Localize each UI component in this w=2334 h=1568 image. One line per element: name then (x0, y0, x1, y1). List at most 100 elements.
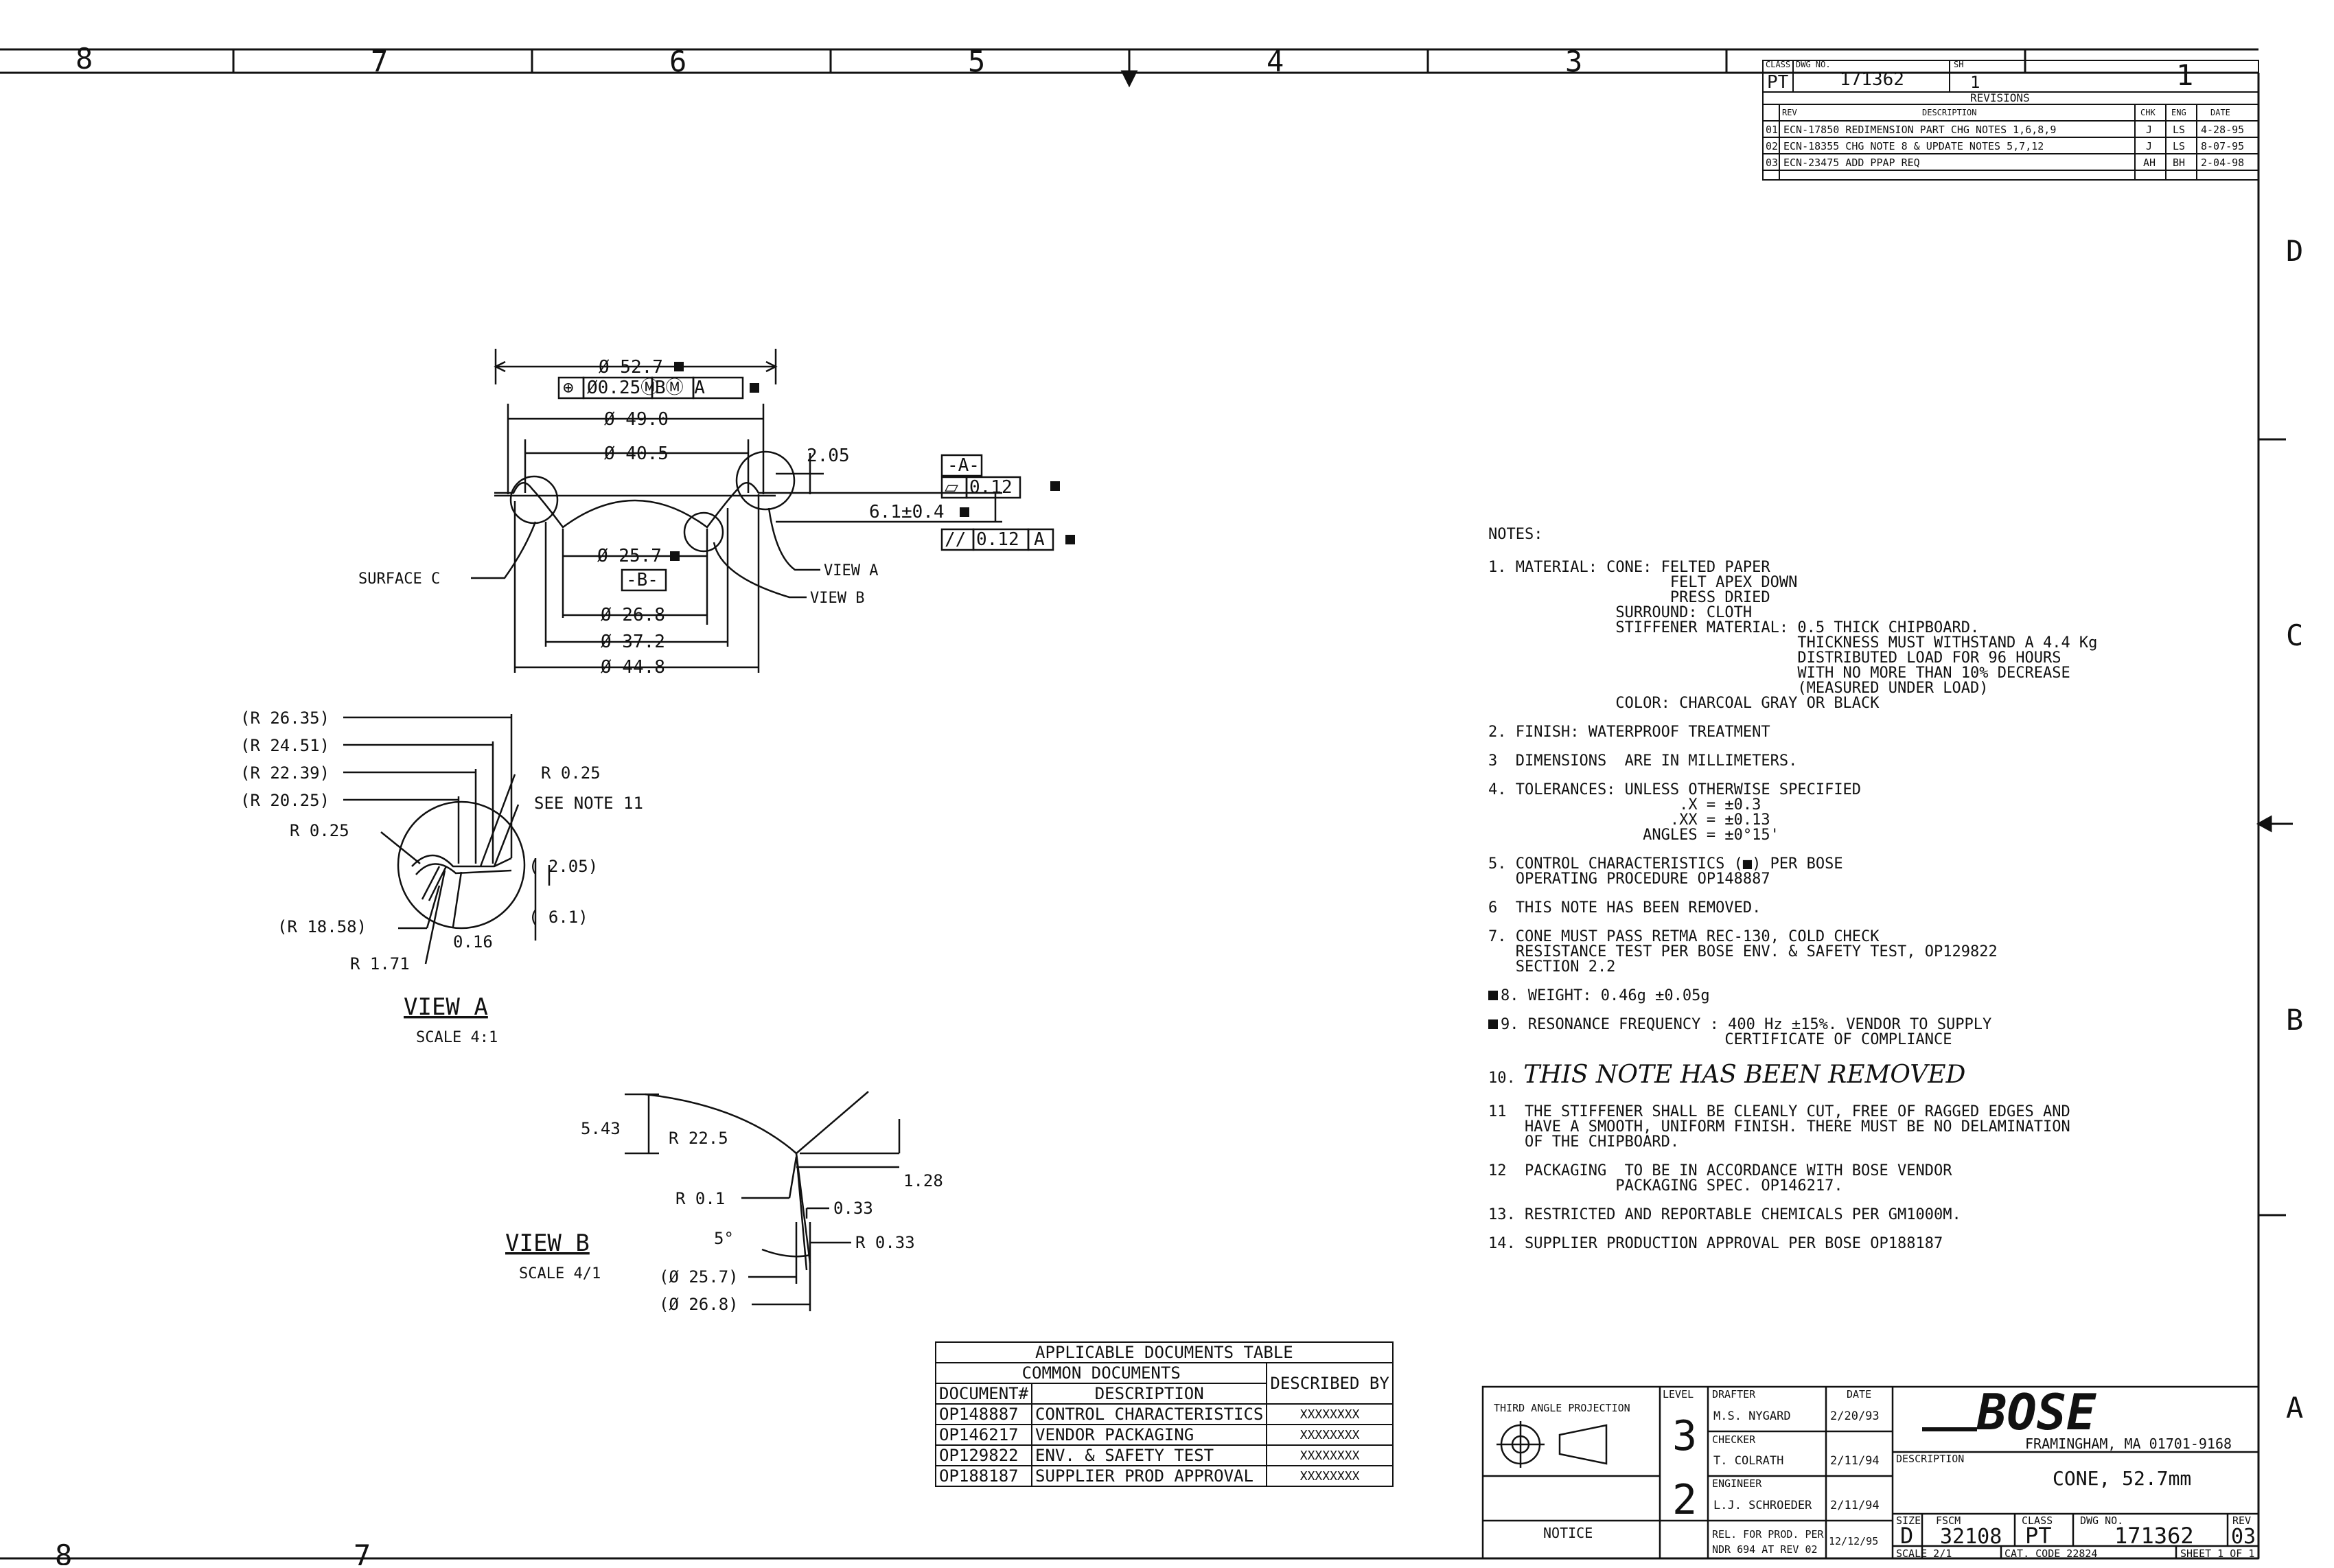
zone-7-bottom: 7 (354, 1538, 371, 1565)
view-a-callout: VIEW A (824, 562, 878, 579)
dim-d25-7: Ø 25.7 (597, 546, 662, 566)
tb-class-label: CLASS (2022, 1514, 2053, 1527)
adt-doc: OP146217 (934, 1424, 1033, 1446)
rev-row-3-desc: ECN-23475 ADD PPAP REQ (1783, 157, 1920, 169)
view-a-r1-71: R 1.71 (350, 954, 410, 973)
tb-level-3: 3 (1672, 1412, 1697, 1460)
tb-fscm-label: FSCM (1936, 1514, 1961, 1527)
dim-2-05: 2.05 (807, 446, 850, 466)
tb-address: FRAMINGHAM, MA 01701-9168 (2025, 1436, 2232, 1452)
note-2: 2. FINISH: WATERPROOF TREATMENT (1488, 724, 1770, 741)
rev-dwg-no: 171362 (1840, 69, 1904, 90)
tb-size-label: SIZE (1896, 1514, 1921, 1527)
table-row: OP129822 ENV. & SAFETY TEST XXXXXXXX (934, 1444, 1394, 1466)
tb-scale: SCALE 2/1 (1896, 1547, 1952, 1560)
tb-sheet: SHEET 1 OF 1 (2180, 1547, 2254, 1560)
table-row: OP188187 SUPPLIER PROD APPROVAL XXXXXXXX (934, 1465, 1394, 1487)
adt-described-by: DESCRIBED BY (1266, 1362, 1394, 1405)
tb-level-label: LEVEL (1663, 1388, 1694, 1400)
view-b-1-28: 1.28 (903, 1171, 943, 1190)
rev-row-1-date: 4-28-95 (2201, 124, 2244, 136)
view-b-5-deg: 5° (714, 1229, 734, 1248)
tb-size: D (1900, 1523, 1913, 1549)
view-a-see-note: SEE NOTE 11 (534, 794, 643, 813)
zone-1: 1 (2176, 58, 2193, 92)
zone-d: D (2286, 234, 2303, 268)
tb-checker-label: CHECKER (1712, 1433, 1756, 1446)
tb-projection: THIRD ANGLE PROJECTION (1494, 1402, 1630, 1414)
title-block-frame (1481, 1385, 2260, 1560)
applicable-documents-table: APPLICABLE DOCUMENTS TABLE COMMON DOCUME… (934, 1341, 1394, 1487)
note-8-row: 8. WEIGHT: 0.46g ±0.05g (1488, 989, 2257, 1004)
view-a-6-1: ( 6.1) (529, 908, 588, 927)
fcf1-tolerance: Ø0.25Ⓜ (587, 378, 658, 398)
note-8: 8. WEIGHT: 0.46g ±0.05g (1501, 987, 1710, 1004)
datum-b: -B- (626, 570, 658, 590)
view-b-r22-5: R 22.5 (669, 1129, 728, 1148)
adt-by: XXXXXXXX (1266, 1465, 1394, 1487)
tb-engineer-date: 2/11/94 (1830, 1499, 1880, 1512)
fcf3-symbol: // (945, 529, 966, 550)
view-b-5-43: 5.43 (581, 1119, 621, 1138)
tb-checker-date: 2/11/94 (1830, 1454, 1880, 1468)
control-characteristic-marker (1488, 1019, 1498, 1029)
view-a-scale: SCALE 4:1 (416, 1029, 498, 1046)
fcf1-symbol: ⊕ (563, 378, 574, 398)
tb-drafter-label: DRAFTER (1712, 1388, 1756, 1400)
fcf3-reference: A (1034, 529, 1045, 550)
view-a-2-05: ( 2.05) (529, 857, 598, 876)
adt-by: XXXXXXXX (1266, 1444, 1394, 1466)
view-b-r0-1: R 0.1 (675, 1189, 725, 1208)
view-a-r0-25-left: R 0.25 (290, 821, 349, 840)
adt-desc: ENV. & SAFETY TEST (1031, 1444, 1268, 1466)
view-a-detail (343, 714, 551, 965)
tb-rel-value: NDR 694 AT REV 02 (1712, 1543, 1818, 1556)
adt-title: APPLICABLE DOCUMENTS TABLE (935, 1341, 1394, 1363)
notes-section: NOTES: 1. MATERIAL: CONE: FELTED PAPER F… (1488, 527, 2257, 1265)
note-10-row: 10. THIS NOTE HAS BEEN REMOVED (1488, 1061, 2257, 1092)
note-5: 5. CONTROL CHARACTERISTICS (■) PER BOSE … (1488, 855, 1843, 888)
rev-class: PT (1767, 72, 1789, 93)
tb-notice: NOTICE (1543, 1525, 1593, 1541)
view-b-0-33: 0.33 (833, 1199, 873, 1218)
control-characteristic-marker (1488, 991, 1498, 1000)
tb-engineer: L.J. SCHROEDER (1713, 1499, 1812, 1512)
view-b-detail (625, 1091, 901, 1311)
note-10-number: 10. (1488, 1070, 1516, 1087)
rev-row-3-date: 2-04-98 (2201, 157, 2244, 169)
note-13: 13. RESTRICTED AND REPORTABLE CHEMICALS … (1488, 1206, 1961, 1223)
adt-doc: OP148887 (934, 1403, 1033, 1425)
note-14: 14. SUPPLIER PRODUCTION APPROVAL PER BOS… (1488, 1235, 1943, 1252)
note-6: 6 THIS NOTE HAS BEEN REMOVED. (1488, 899, 1761, 916)
adt-col-doc: DOCUMENT# (934, 1383, 1033, 1405)
note-12: 12 PACKAGING TO BE IN ACCORDANCE WITH BO… (1488, 1162, 1952, 1195)
adt-doc: OP129822 (934, 1444, 1033, 1466)
view-b-title: VIEW B (505, 1230, 590, 1257)
table-row: OP146217 VENDOR PACKAGING XXXXXXXX (934, 1424, 1394, 1446)
dim-d49-0: Ø 49.0 (604, 409, 669, 430)
rev-row-2-date: 8-07-95 (2201, 140, 2244, 152)
rev-sh-label: SH (1954, 60, 1963, 69)
dim-d52-7: Ø 52.7 (599, 357, 663, 378)
note-3: 3 DIMENSIONS ARE IN MILLIMETERS. (1488, 752, 1798, 770)
tb-drafter: M.S. NYGARD (1713, 1409, 1791, 1423)
rev-sheet: 1 (1970, 73, 1980, 92)
tb-rev-label: REV (2232, 1514, 2251, 1527)
rev-col-chk: CHK (2140, 108, 2156, 117)
zone-6: 6 (669, 45, 686, 78)
view-a-r20-25: (R 20.25) (240, 791, 330, 810)
tb-rel-label: REL. FOR PROD. PER (1712, 1528, 1825, 1541)
dim-d37-2: Ø 37.2 (601, 632, 665, 652)
rev-class-label: CLASS (1766, 60, 1790, 69)
notes-title: NOTES: (1488, 526, 1543, 543)
rev-row-2-chk: J (2146, 140, 2152, 152)
view-b-callout: VIEW B (810, 590, 864, 607)
dim-d40-5: Ø 40.5 (604, 443, 669, 464)
table-row: OP148887 CONTROL CHARACTERISTICS XXXXXXX… (934, 1403, 1394, 1425)
view-a-0-16: 0.16 (453, 932, 493, 952)
adt-by: XXXXXXXX (1266, 1424, 1394, 1446)
adt-subtitle: COMMON DOCUMENTS (934, 1362, 1268, 1384)
adt-doc: OP188187 (934, 1465, 1033, 1487)
tb-dwg-no: 171362 (2114, 1523, 2194, 1549)
